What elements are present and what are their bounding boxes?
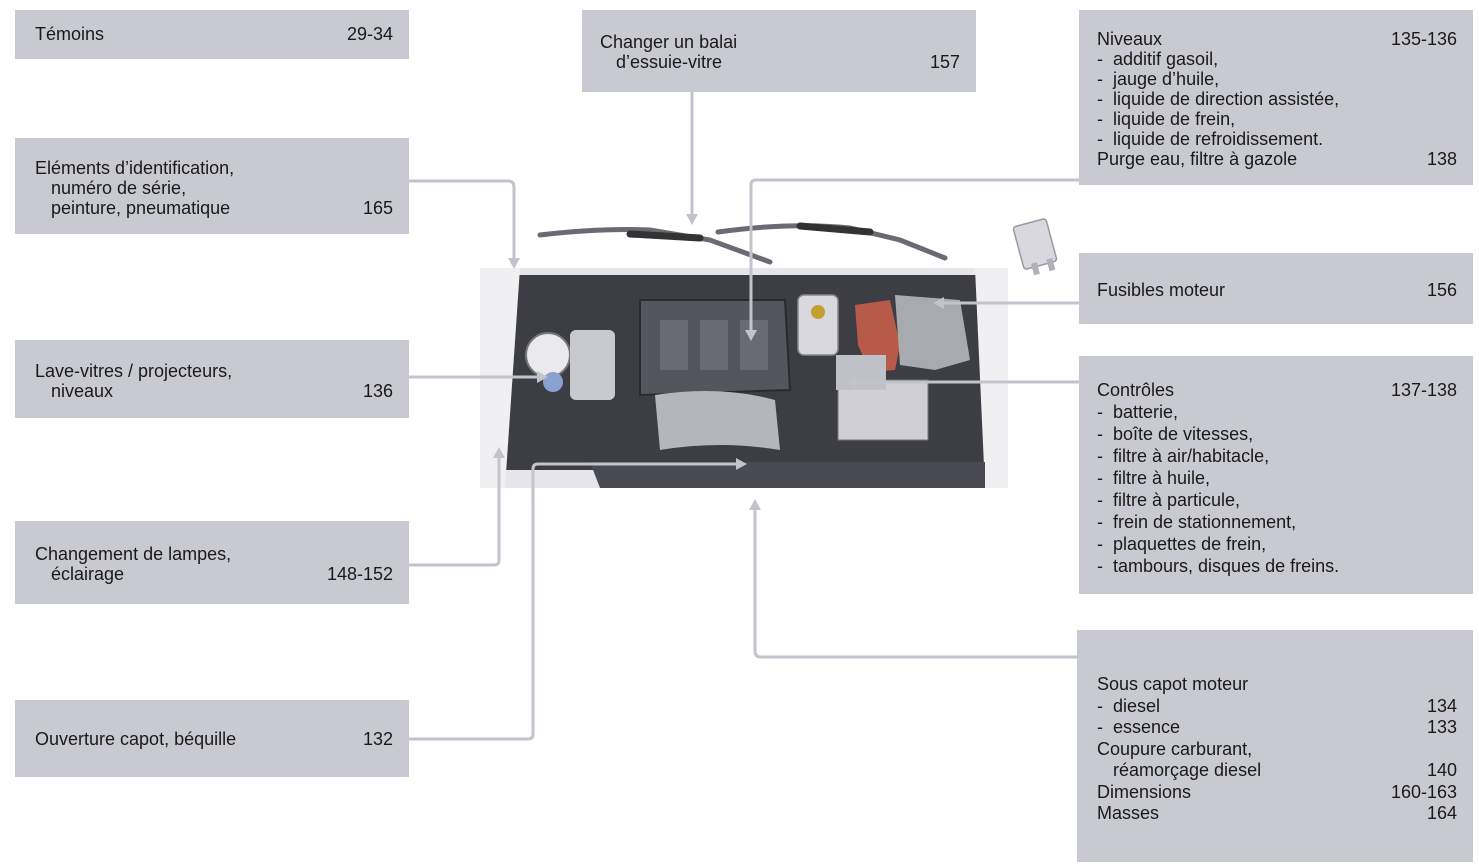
fuses-box: Fusibles moteur 156 [1079,253,1473,324]
temoins-page: 29-34 [346,24,393,44]
under-hood-title: Sous capot moteur [1097,674,1249,694]
identification-line3: peinture, pneumatique [51,198,231,218]
arrowhead [845,376,856,388]
washer-page: 136 [362,381,393,401]
identification-page: 165 [362,198,393,218]
checks-title: Contrôles [1097,380,1175,400]
washer-box: Lave-vitres / projecteurs, niveaux 136 [15,340,409,418]
dimensions-page: 160-163 [1390,781,1457,802]
arrowhead [745,330,757,341]
purge-label: Purge eau, filtre à gazole [1097,149,1298,169]
checks-item: - tambours, disques de freins. [1097,556,1340,576]
checks-item: - filtre à huile, [1097,468,1211,488]
wiper-blade-page: 157 [929,52,960,72]
lamps-page: 148-152 [326,564,393,584]
fuses-page: 156 [1426,280,1457,300]
temoins-label: Témoins [35,24,105,44]
arrowhead [749,499,761,510]
diesel-page: 134 [1426,695,1457,716]
wiper-blade-box: Changer un balai d’essuie-vitre 157 [582,10,976,92]
levels-page: 135-136 [1390,29,1457,49]
temoins-box: Témoins 29-34 [15,10,409,59]
washer-line1: Lave-vitres / projecteurs, [35,361,233,381]
lamps-box: Changement de lampes, éclairage 148-152 [15,521,409,604]
checks-item: - batterie, [1097,402,1179,422]
lamps-line1: Changement de lampes, [35,544,232,564]
wiper-blade-line1: Changer un balai [600,32,738,52]
checks-item: - plaquettes de frein, [1097,534,1267,554]
identification-box: Eléments d’identification, numéro de sér… [15,138,409,234]
washer-line2: niveaux [51,381,114,401]
arrowhead [736,458,747,470]
essence-page: 133 [1426,717,1457,737]
wiper-blade-line2: d’essuie-vitre [616,52,723,72]
fuel-cutoff-line1: Coupure carburant, [1097,738,1253,759]
masses-page: 164 [1426,803,1457,823]
levels-box: Niveaux 135-136 - additif gasoil, - jaug… [1079,10,1473,185]
levels-item: - additif gasoil, [1097,49,1219,69]
hood-opening-label: Ouverture capot, béquille [35,729,237,749]
levels-item: - liquide de frein, [1097,109,1236,129]
checks-item: - frein de stationnement, [1097,512,1297,532]
fuel-cutoff-line2: réamorçage diesel [1113,760,1262,780]
hood-opening-box: Ouverture capot, béquille 132 [15,700,409,777]
under-hood-box: Sous capot moteur - diesel 134 - essence… [1077,630,1473,862]
levels-item: - liquide de refroidissement. [1097,129,1324,149]
levels-item: - liquide de direction assistée, [1097,89,1340,109]
fuse-illustration [1012,218,1058,276]
arrowhead [933,297,944,309]
purge-page: 138 [1426,149,1457,169]
arrowhead [686,214,698,225]
arrowhead [493,447,505,458]
masses-label: Masses [1097,803,1160,823]
checks-page: 137-138 [1390,380,1457,400]
arrowhead [537,371,548,383]
fuses-label: Fusibles moteur [1097,280,1226,300]
lamps-line2: éclairage [51,564,125,584]
hood-opening-page: 132 [362,729,393,749]
checks-item: - filtre à particule, [1097,490,1241,510]
dimensions-label: Dimensions [1097,781,1192,802]
diesel-label: diesel [1113,695,1161,716]
levels-title: Niveaux [1097,29,1163,49]
fuel-cutoff-page: 140 [1426,760,1457,780]
checks-item: - filtre à air/habitacle, [1097,446,1270,466]
checks-item: - boîte de vitesses, [1097,424,1254,444]
wiper-blades [537,222,948,265]
levels-item: - jauge d’huile, [1097,69,1220,89]
arrowhead [508,258,520,269]
identification-line1: Eléments d’identification, [35,158,235,178]
checks-box: Contrôles 137-138 - batterie, - boîte de… [1079,356,1473,594]
essence-label: essence [1113,717,1181,737]
identification-line2: numéro de série, [51,178,187,198]
